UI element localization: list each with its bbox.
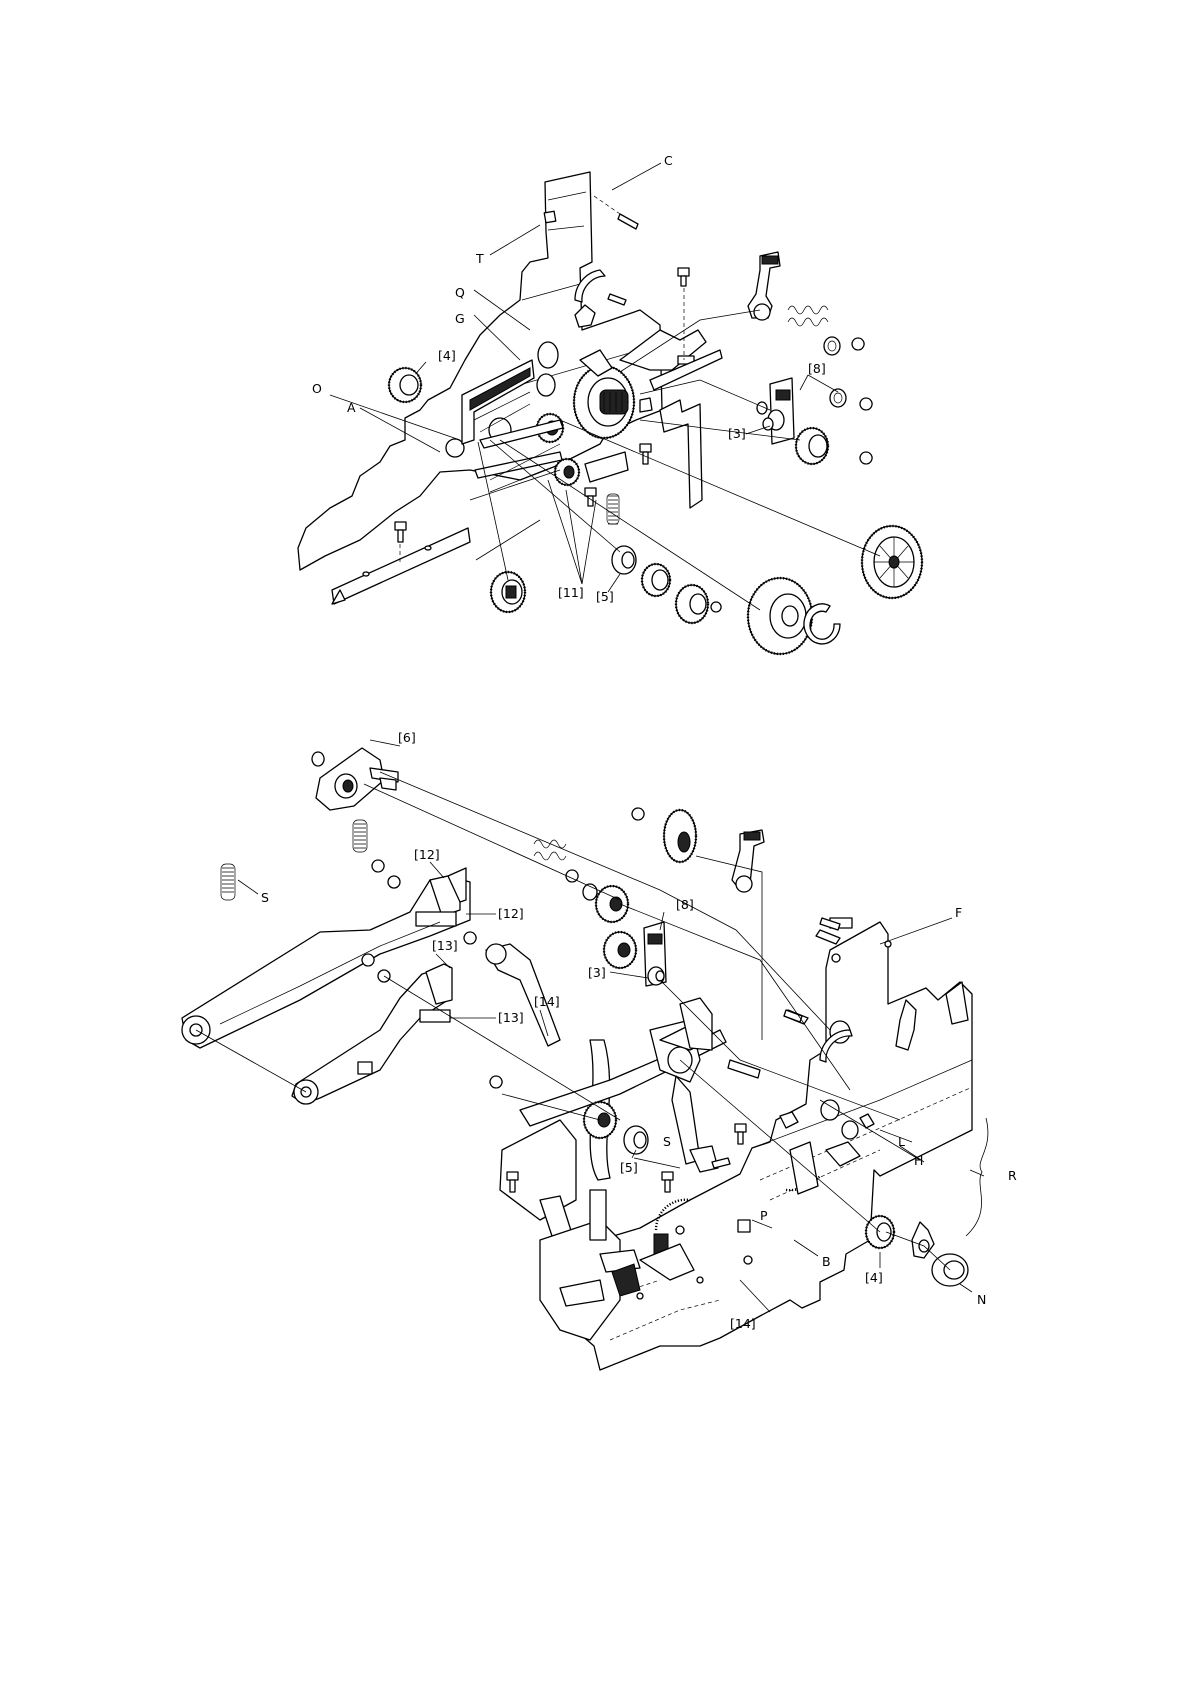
label-n: N	[977, 1292, 986, 1307]
label-ref8-bottom: [8]	[676, 897, 694, 912]
screw-a	[640, 444, 651, 464]
screw-b2	[662, 1172, 673, 1192]
label-ref13-a: [13]	[432, 938, 458, 953]
gear-bottom-left	[491, 572, 525, 612]
label-ref11: [11]	[558, 585, 584, 600]
label-p: P	[760, 1208, 768, 1223]
label-t: T	[475, 251, 484, 266]
label-b: B	[822, 1254, 831, 1269]
label-f: F	[955, 905, 962, 920]
label-a: A	[347, 400, 356, 415]
top-exploded-view: C T Q G [4] O A [8] [3] [11] [5]	[298, 153, 922, 654]
bracket-8-3-bottom	[644, 922, 666, 986]
label-c: C	[664, 153, 673, 168]
bushing-5-bottom	[624, 1126, 648, 1154]
spring-s-left	[221, 864, 258, 900]
label-ref6: [6]	[398, 730, 416, 745]
label-ref8-top: [8]	[808, 361, 826, 376]
bracket-8-3	[757, 378, 794, 444]
label-ref14-b: [14]	[730, 1316, 756, 1331]
gear-right-small	[796, 428, 828, 464]
large-e-clip	[804, 604, 840, 644]
label-ref4-top: [4]	[438, 348, 456, 363]
bottom-exploded-view: [6] S [12] [12] [13] [13] [14] [8] [3] F…	[182, 730, 1017, 1370]
screw-b3	[735, 1124, 746, 1144]
gear-lever-upper	[632, 808, 764, 892]
large-gear-bottom	[748, 578, 812, 654]
label-ref5-top: [5]	[596, 589, 614, 604]
gear-ring	[642, 564, 670, 596]
label-ref4-bottom: [4]	[865, 1270, 883, 1285]
label-s-left: S	[261, 890, 269, 905]
label-ref12-a: [12]	[414, 847, 440, 862]
label-ref14-a: [14]	[534, 994, 560, 1009]
label-r: R	[1008, 1168, 1017, 1183]
screw-bottom	[395, 522, 406, 542]
bushing-4-top	[389, 368, 421, 402]
cam-bracket-6	[312, 748, 398, 852]
label-ref3-top: [3]	[728, 426, 746, 441]
label-ref13-b: [13]	[498, 1010, 524, 1025]
label-o: O	[312, 381, 322, 396]
label-h: H	[914, 1153, 923, 1168]
large-spoke-wheel	[862, 526, 922, 598]
lever-arm	[748, 252, 780, 320]
label-s-center: S	[663, 1134, 671, 1149]
label-q: Q	[455, 285, 465, 300]
right-frame-fragment	[660, 400, 702, 508]
spring-6	[353, 820, 367, 852]
label-l: L	[898, 1134, 905, 1149]
e-clip-washer-1	[824, 337, 864, 355]
pin-c	[594, 196, 638, 305]
e-clip-washer-2	[830, 389, 872, 464]
spring-right	[788, 306, 828, 326]
label-ref5-bottom: [5]	[620, 1160, 638, 1175]
label-ref3-bottom: [3]	[588, 965, 606, 980]
spring-small	[607, 494, 619, 524]
screw-top	[678, 268, 689, 286]
label-ref12-b: [12]	[498, 906, 524, 921]
bracket-r	[966, 1118, 988, 1236]
bushing-5	[612, 546, 636, 574]
label-g: G	[455, 311, 465, 326]
gear-middle	[676, 585, 721, 623]
